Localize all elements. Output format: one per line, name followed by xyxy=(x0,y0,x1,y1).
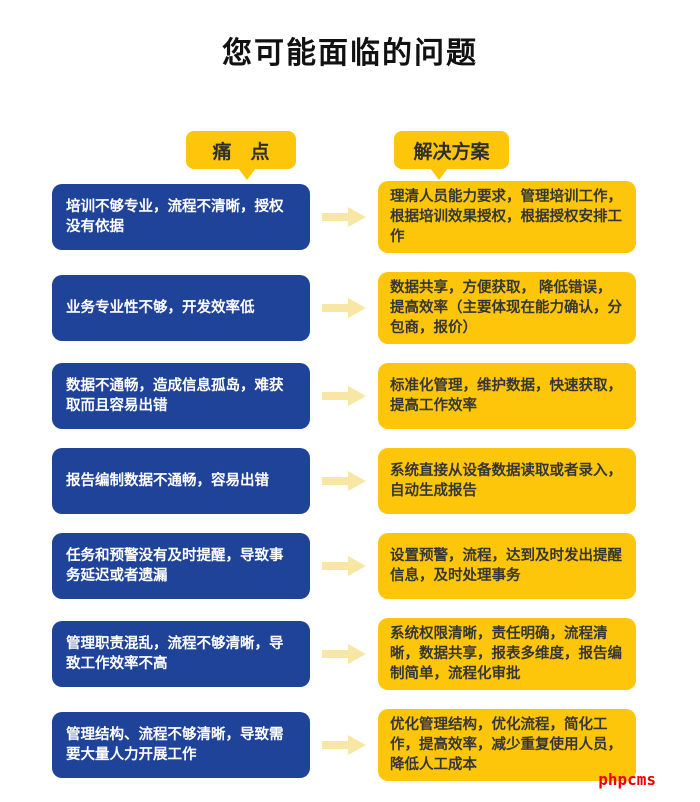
page-title: 您可能面临的问题 xyxy=(222,37,478,70)
problem-solution-row: 任务和预警没有及时提醒，导致事务延迟或者遗漏 设置预警，流程，达到及时发出提醒信… xyxy=(52,533,636,599)
solution-box: 理清人员能力要求，管理培训工作，根据培训效果授权，根据授权安排工作 xyxy=(378,181,636,253)
solution-box: 系统权限清晰，责任明确，流程清晰，数据共享，报表多维度，报告编制简单，流程化审批 xyxy=(378,618,636,690)
pain-point-box: 报告编制数据不通畅，容易出错 xyxy=(52,448,310,514)
pain-point-box: 任务和预警没有及时提醒，导致事务延迟或者遗漏 xyxy=(52,533,310,599)
pain-point-box: 数据不通畅，造成信息孤岛，难获取而且容易出错 xyxy=(52,363,310,429)
problem-solution-row: 管理结构、流程不够清晰，导致需要大量人力开展工作 优化管理结构，优化流程，简化工… xyxy=(52,709,636,781)
problem-solution-row: 数据不通畅，造成信息孤岛，难获取而且容易出错 标准化管理，维护数据，快速获取，提… xyxy=(52,363,636,429)
arrow-right-icon xyxy=(310,644,378,664)
problem-solution-list: 培训不够专业，流程不清晰，授权没有依据 理清人员能力要求，管理培训工作，根据培训… xyxy=(52,181,636,800)
arrow-right-icon xyxy=(310,735,378,755)
pain-point-box: 管理结构、流程不够清晰，导致需要大量人力开展工作 xyxy=(52,712,310,778)
pain-header-badge: 痛 点 xyxy=(186,131,296,180)
arrow-right-icon xyxy=(310,386,378,406)
arrow-right-icon xyxy=(310,207,378,227)
problem-solution-row: 管理职责混乱，流程不够清晰，导致工作效率不高 系统权限清晰，责任明确，流程清晰，… xyxy=(52,618,636,690)
solution-box: 优化管理结构，优化流程，简化工作，提高效率，减少重复使用人员，降低人工成本 xyxy=(378,709,636,781)
pain-point-box: 管理职责混乱，流程不够清晰，导致工作效率不高 xyxy=(52,621,310,687)
solution-box: 标准化管理，维护数据，快速获取，提高工作效率 xyxy=(378,363,636,429)
phpcms-watermark[interactable]: phpcms xyxy=(598,770,656,789)
arrow-right-icon xyxy=(310,471,378,491)
solution-box: 设置预警，流程，达到及时发出提醒信息，及时处理事务 xyxy=(378,533,636,599)
arrow-right-icon xyxy=(310,556,378,576)
solution-box: 系统直接从设备数据读取或者录入，自动生成报告 xyxy=(378,448,636,514)
solution-box: 数据共享，方便获取， 降低错误，提高效率（主要体现在能力确认，分包商，报价） xyxy=(378,272,636,344)
solution-header-badge: 解决方案 xyxy=(394,131,509,180)
problem-solution-row: 报告编制数据不通畅，容易出错 系统直接从设备数据读取或者录入，自动生成报告 xyxy=(52,448,636,514)
problem-solution-row: 培训不够专业，流程不清晰，授权没有依据 理清人员能力要求，管理培训工作，根据培训… xyxy=(52,181,636,253)
pain-point-box: 业务专业性不够，开发效率低 xyxy=(52,275,310,341)
problem-solution-row: 业务专业性不够，开发效率低 数据共享，方便获取， 降低错误，提高效率（主要体现在… xyxy=(52,272,636,344)
arrow-right-icon xyxy=(310,298,378,318)
pain-point-box: 培训不够专业，流程不清晰，授权没有依据 xyxy=(52,184,310,250)
